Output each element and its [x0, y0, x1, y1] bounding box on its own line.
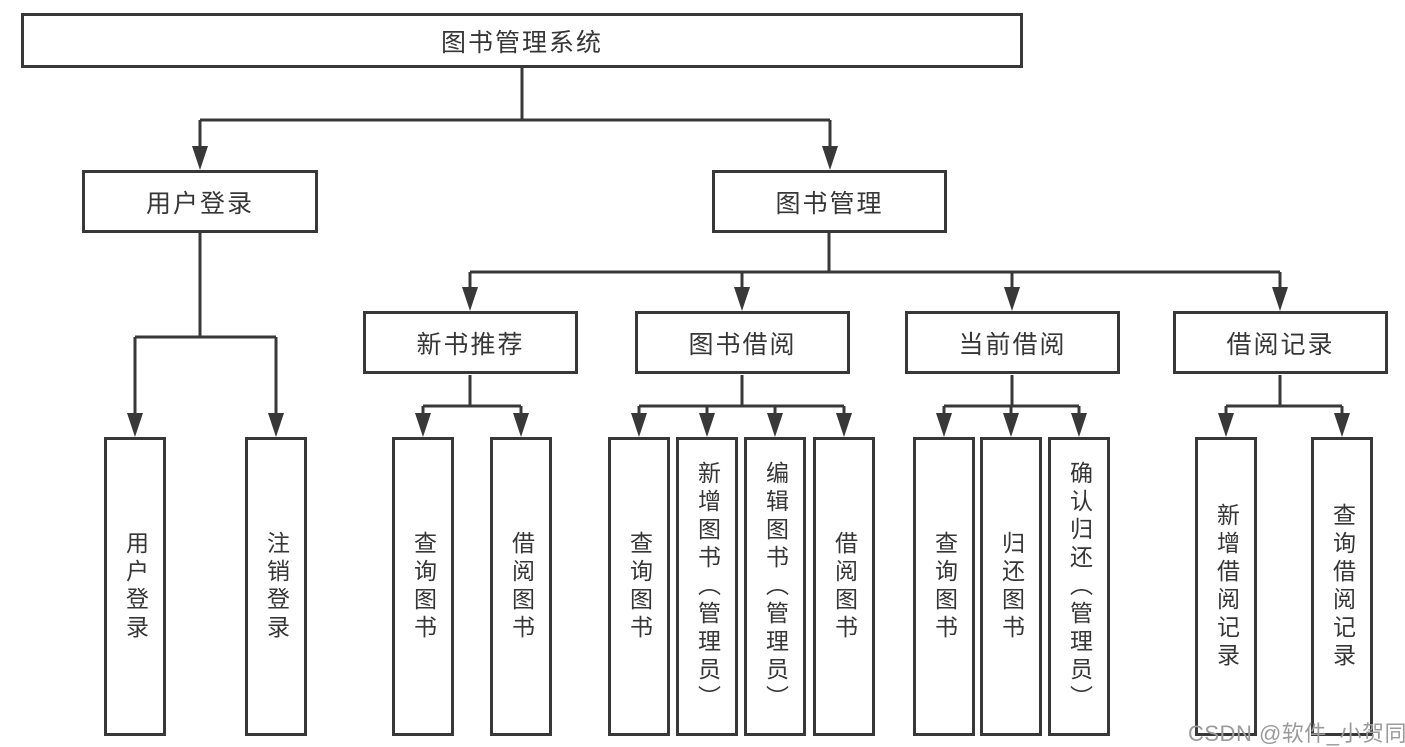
leaf-confirm-return-admin: 确认归还（管理员）	[1048, 437, 1110, 736]
node-new-book-recommendation: 新书推荐	[363, 311, 578, 374]
arrow-down-icon	[699, 413, 715, 437]
connector-line	[468, 233, 1282, 289]
connector-records-to-leaves	[1218, 375, 1350, 437]
leaf-borrow-books: 借阅图书	[813, 437, 875, 736]
arrow-down-icon	[631, 413, 647, 437]
arrow-down-icon	[936, 413, 952, 437]
connector-line	[421, 375, 523, 415]
node-book-management: 图书管理	[712, 170, 947, 233]
arrow-down-icon	[513, 413, 529, 437]
connector-line	[1224, 375, 1344, 415]
watermark: CSDN @软件_小贺同学	[1188, 721, 1405, 746]
node-current-borrowing: 当前借阅	[905, 311, 1120, 374]
arrow-down-icon	[1272, 287, 1288, 311]
arrow-down-icon	[1071, 413, 1087, 437]
arrow-down-icon	[734, 287, 750, 311]
connector-line	[133, 233, 278, 415]
connector-user-login-to-leaves	[127, 233, 284, 437]
arrow-down-icon	[836, 413, 852, 437]
leaf-logout: 注销登录	[245, 437, 307, 736]
node-user-login: 用户登录	[82, 170, 318, 233]
leaf-query-books: 查询图书	[608, 437, 670, 736]
leaf-query-borrow-record: 查询借阅记录	[1311, 437, 1373, 736]
node-system-root: 图书管理系统	[21, 13, 1023, 68]
leaf-edit-books-admin: 编辑图书（管理员）	[744, 437, 806, 736]
leaf-return-books: 归还图书	[980, 437, 1042, 736]
arrow-down-icon	[1004, 287, 1020, 311]
connector-line	[637, 375, 846, 415]
connector-root-to-level2	[192, 68, 838, 170]
connector-current-to-leaves	[936, 375, 1087, 437]
arrow-down-icon	[1218, 413, 1234, 437]
node-borrowing-records: 借阅记录	[1173, 311, 1388, 374]
arrow-down-icon	[1334, 413, 1350, 437]
connector-borrow-to-leaves	[631, 375, 852, 437]
node-book-borrowing: 图书借阅	[635, 311, 850, 374]
leaf-borrow-books: 借阅图书	[490, 437, 552, 736]
arrow-down-icon	[415, 413, 431, 437]
leaf-query-books: 查询图书	[913, 437, 975, 736]
leaf-add-borrow-record: 新增借阅记录	[1195, 437, 1257, 736]
leaf-add-books-admin: 新增图书（管理员）	[676, 437, 738, 736]
leaf-user-login: 用户登录	[104, 437, 166, 736]
connector-line	[942, 375, 1081, 415]
arrow-down-icon	[767, 413, 783, 437]
connector-book-mgmt-to-level3	[462, 233, 1288, 311]
arrow-down-icon	[268, 413, 284, 437]
arrow-down-icon	[192, 146, 208, 170]
arrow-down-icon	[1003, 413, 1019, 437]
arrow-down-icon	[127, 413, 143, 437]
leaf-query-books: 查询图书	[392, 437, 454, 736]
connector-new-book-to-leaves	[415, 375, 529, 437]
arrow-down-icon	[822, 146, 838, 170]
arrow-down-icon	[462, 287, 478, 311]
connector-line	[198, 68, 832, 148]
